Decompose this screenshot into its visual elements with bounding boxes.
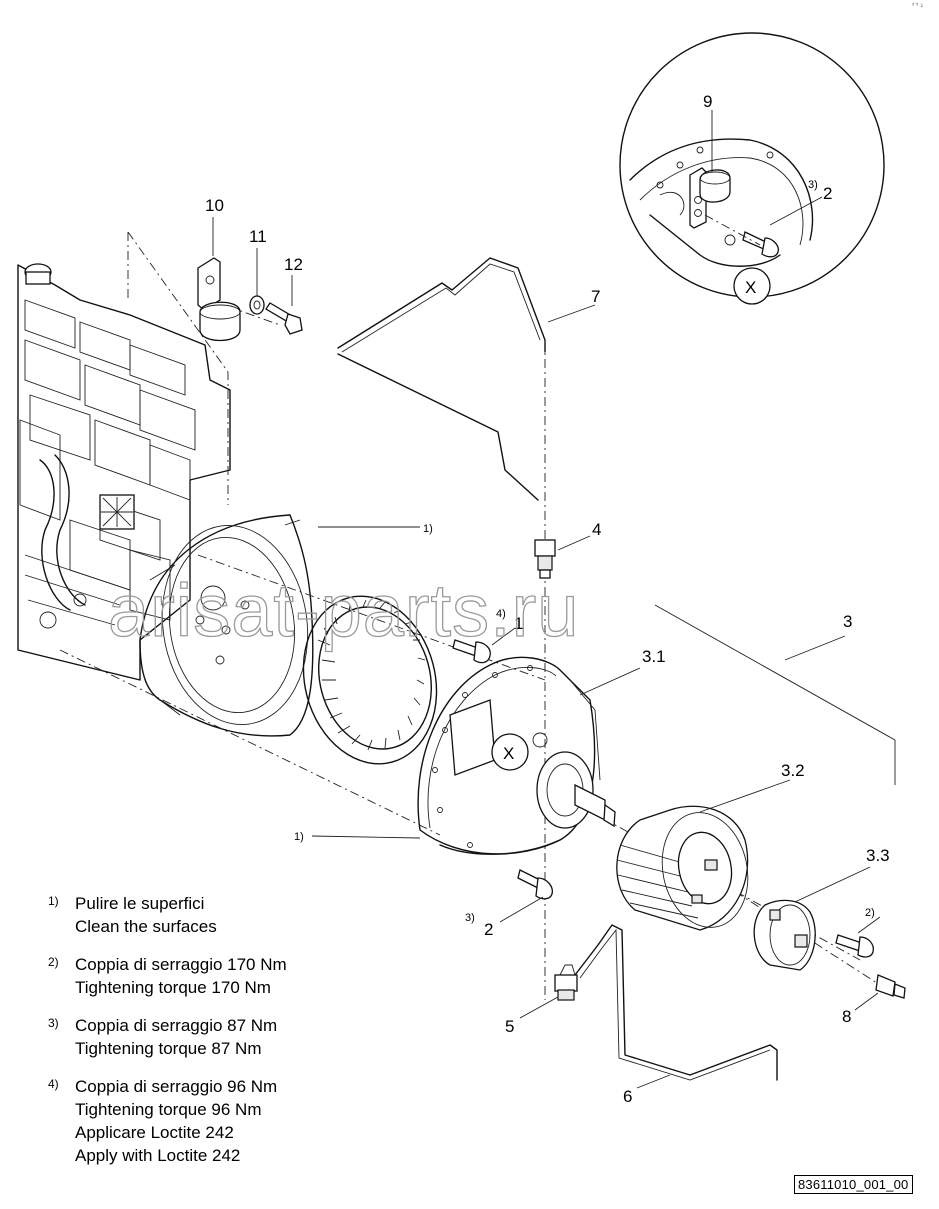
callout-7: 7 [591,287,600,306]
view-x-label-main: X [503,744,514,763]
note-number: 3) [48,1016,59,1030]
watermark: arisat-parts.ru [108,569,579,652]
leader-lines [212,110,881,1089]
callout-1-left: 1) [294,831,304,843]
bolt-2-right [835,934,874,958]
view-x-marker-main: X [491,733,529,771]
bolt-2-lower [517,869,553,900]
pulley-3-2 [616,805,749,931]
note-line: Coppia di serraggio 96 Nm [75,1077,278,1096]
fitting-4 [534,539,556,579]
note-line: Applicare Loctite 242 [75,1123,234,1142]
callout-3-1: 3.1 [642,647,666,666]
callout-3: 3 [843,612,852,631]
callout-3-2: 3.2 [781,761,805,780]
sensor-5 [554,964,578,1001]
bracket-10 [197,257,241,342]
note-number: 2) [48,955,59,969]
detail-view-x [619,32,885,298]
callout-2-lower-sup: 3) [465,912,475,924]
note-line: Pulire le superfici [75,894,205,913]
drawing-reference-number: 83611010_001_00 [794,1175,913,1194]
note-line: Tightening torque 170 Nm [75,978,271,997]
fitting-8 [875,974,906,999]
callout-12: 12 [284,255,303,274]
washer-11 [249,295,265,315]
callout-6: 6 [623,1087,632,1106]
view-x-label-detail: X [745,278,756,297]
callout-labels: 10 11 12 7 9 3) 2 1) 4 4) 1 3 3.1 3.2 3.… [205,92,890,1106]
callout-1-top: 1) [423,523,433,535]
note-line: Tightening torque 87 Nm [75,1039,262,1058]
coupling-ring [302,595,438,765]
corner-mark: ⸢⸣ ¹ [912,2,924,11]
note-line: Apply with Loctite 242 [75,1146,241,1165]
assembly-3-bracket [654,604,896,785]
note-item: 4) Coppia di serraggio 96 Nm Tightening to… [48,1075,368,1167]
note-item: 3) Coppia di serraggio 87 Nm Tightening to… [48,1014,368,1060]
housing-3-1 [417,656,616,855]
callout-11: 11 [249,227,267,246]
note-line: Coppia di serraggio 170 Nm [75,955,287,974]
pipe-7 [337,257,546,501]
hub-3-3 [753,899,816,971]
engine-block [17,263,314,737]
note-line: Coppia di serraggio 87 Nm [75,1016,278,1035]
engine-warning-label-icon [99,494,135,530]
note-number: 4) [48,1077,59,1091]
view-x-marker-detail: X [733,267,771,305]
note-line: Tightening torque 96 Nm [75,1100,262,1119]
callout-2-detail-sup: 3) [808,179,818,191]
callout-2-right-sup: 2) [865,907,875,919]
note-number: 1) [48,894,59,908]
pipe-6 [574,924,778,1081]
bolt-12 [265,302,303,335]
callout-10: 10 [205,196,224,215]
callout-2-detail: 2 [823,184,832,203]
bolt-1 [452,639,491,664]
callout-9: 9 [703,92,712,111]
callout-1-bolt-sup: 4) [496,608,506,620]
callout-4: 4 [592,520,601,539]
note-line: Clean the surfaces [75,917,217,936]
callout-1-bolt: 1 [514,614,523,633]
callout-8: 8 [842,1007,851,1026]
callout-3-3: 3.3 [866,846,890,865]
note-item: 2) Coppia di serraggio 170 Nm Tightening t… [48,953,368,999]
callout-5: 5 [505,1017,514,1036]
callout-2-lower: 2 [484,920,493,939]
